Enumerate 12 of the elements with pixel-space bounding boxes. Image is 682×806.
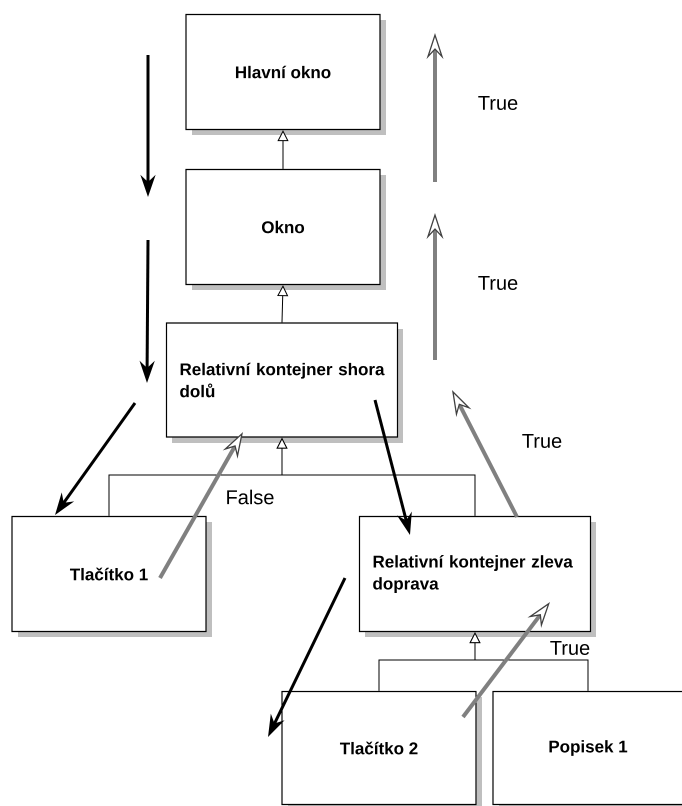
arrow-label: True — [478, 276, 518, 290]
class-box: Popisek 1 — [492, 690, 682, 806]
arrow-label: True — [478, 96, 518, 110]
class-box: Relativní kontejner shora dolů — [166, 322, 403, 443]
class-box: Tlačítko 2 — [281, 690, 482, 806]
class-box: Okno — [185, 168, 386, 290]
class-box: Hlavní okno — [185, 14, 386, 135]
class-box: Relativní kontejner zleva doprava — [358, 516, 596, 637]
edge-label: False — [224, 488, 276, 506]
edge-label: True — [548, 640, 592, 656]
edge-label: True — [520, 433, 564, 449]
class-box: Tlačítko 1 — [11, 516, 212, 637]
